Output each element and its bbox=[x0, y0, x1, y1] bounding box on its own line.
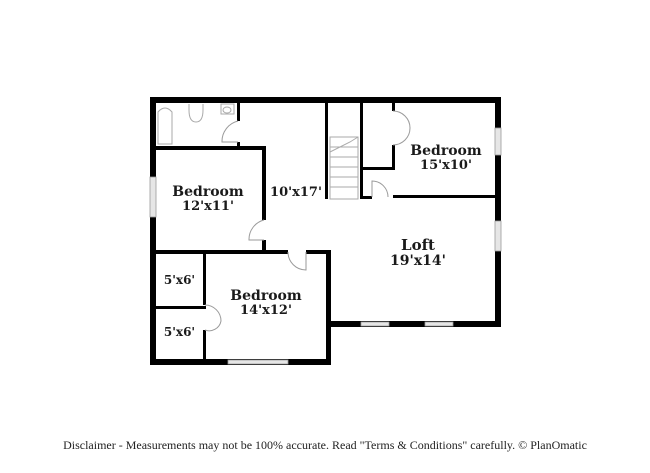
room-dimensions: 10'x17' bbox=[270, 185, 322, 200]
interior-walls bbox=[156, 103, 497, 360]
disclaimer-text: Disclaimer - Measurements may not be 100… bbox=[63, 438, 587, 452]
room-name: Bedroom bbox=[410, 143, 482, 159]
room-label-closet-1: 5'x6' bbox=[156, 274, 203, 287]
sink-icon bbox=[220, 103, 235, 115]
room-name: Bedroom bbox=[230, 288, 302, 304]
room-name: Loft bbox=[401, 236, 435, 254]
stairs-icon bbox=[329, 136, 359, 200]
room-label-closet-2: 5'x6' bbox=[156, 326, 203, 339]
bathtub-icon bbox=[157, 107, 173, 145]
doors bbox=[204, 110, 411, 332]
room-dimensions: 12'x11' bbox=[182, 198, 234, 214]
room-label-bedroom-14x12: Bedroom 14'x12' bbox=[220, 289, 312, 317]
room-dimensions: 15'x10' bbox=[420, 157, 472, 173]
room-label-bedroom-12x11: Bedroom 12'x11' bbox=[160, 185, 256, 213]
room-dimensions: 5'x6' bbox=[163, 325, 196, 339]
room-name: Bedroom bbox=[172, 184, 244, 200]
room-dimensions: 14'x12' bbox=[240, 302, 292, 318]
toilet-icon bbox=[188, 104, 204, 123]
room-dimensions: 5'x6' bbox=[163, 273, 196, 287]
room-label-bedroom-15x10: Bedroom 15'x10' bbox=[400, 144, 492, 172]
windows bbox=[149, 127, 502, 365]
room-label-loft: Loft 19'x14' bbox=[370, 236, 466, 269]
room-dimensions: 19'x14' bbox=[390, 252, 446, 269]
room-label-hall: 10'x17' bbox=[268, 186, 324, 200]
